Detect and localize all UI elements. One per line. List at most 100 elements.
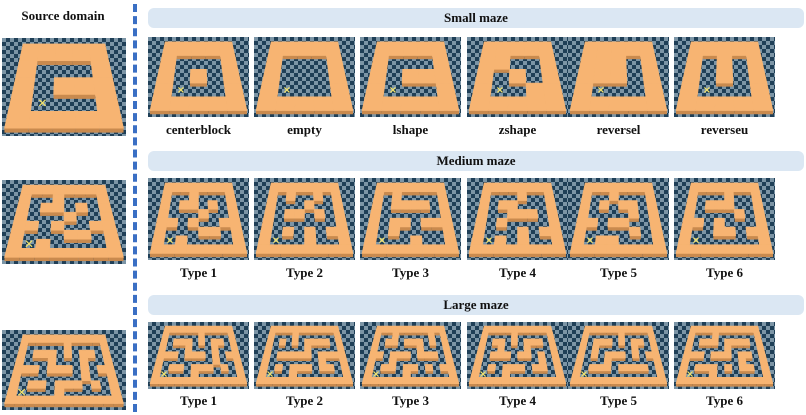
- medium-3-maze-render: [360, 178, 461, 260]
- medium-1-panel: [148, 178, 249, 260]
- small-3-walls: [361, 41, 460, 115]
- small-1-maze-render: [148, 37, 249, 117]
- small-3-panel: [360, 37, 461, 117]
- x-marker-icon: [25, 240, 33, 248]
- large-5-maze-render: [568, 322, 669, 389]
- large-1-label: Type 1: [180, 393, 217, 408]
- small-5-panel: [568, 37, 669, 117]
- large-1-maze-render: [148, 322, 249, 389]
- source-1-maze-render: [2, 38, 126, 136]
- x-marker-icon: [373, 371, 379, 377]
- source-domain-heading: Source domain: [21, 8, 105, 23]
- medium-6-panel: [674, 178, 775, 260]
- x-marker-icon: [267, 371, 273, 377]
- x-marker-icon: [581, 371, 587, 377]
- source-1-panel: [2, 38, 126, 136]
- small-4-maze-render: [467, 37, 568, 117]
- source-3-maze-render: [2, 330, 126, 410]
- large-2-walls: [255, 325, 354, 387]
- medium-3-label: Type 3: [392, 265, 429, 280]
- large-3-walls: [361, 325, 460, 387]
- x-marker-icon: [486, 237, 492, 244]
- small-1-label: centerblock: [166, 122, 231, 137]
- small-2-label: empty: [287, 122, 322, 137]
- x-marker-icon: [687, 371, 693, 377]
- large-4-maze-render: [467, 322, 568, 389]
- medium-4-walls: [468, 182, 567, 258]
- small-1-walls: [149, 41, 248, 115]
- x-marker-icon: [379, 237, 385, 244]
- large-5-label: Type 5: [600, 393, 637, 408]
- medium-4-panel: [467, 178, 568, 260]
- medium-2-label: Type 2: [286, 265, 323, 280]
- medium-6-walls: [675, 182, 774, 258]
- medium-2-panel: [254, 178, 355, 260]
- large-4-label: Type 4: [499, 393, 536, 408]
- medium-6-maze-render: [674, 178, 775, 260]
- source-3-panel: [2, 330, 126, 410]
- medium-4-label: Type 4: [499, 265, 536, 280]
- x-marker-icon: [693, 237, 699, 244]
- x-marker-icon: [496, 87, 503, 93]
- source-2-panel: [2, 180, 126, 264]
- large-1-panel: [148, 322, 249, 389]
- small-maze-banner: Small maze: [148, 8, 804, 28]
- small-6-walls: [675, 41, 774, 115]
- medium-3-panel: [360, 178, 461, 260]
- x-marker-icon: [389, 87, 396, 93]
- small-2-panel: [254, 37, 355, 117]
- x-marker-icon: [703, 87, 710, 93]
- small-4-walls: [468, 41, 567, 115]
- large-1-walls: [149, 325, 248, 387]
- medium-1-label: Type 1: [180, 265, 217, 280]
- medium-6-label: Type 6: [706, 265, 743, 280]
- large-3-maze-render: [360, 322, 461, 389]
- small-4-panel: [467, 37, 568, 117]
- medium-maze-banner: Medium maze: [148, 151, 804, 171]
- source-3-walls: [4, 334, 124, 408]
- large-4-walls: [468, 325, 567, 387]
- small-5-label: reversel: [596, 122, 641, 137]
- large-5-panel: [568, 322, 669, 389]
- small-6-maze-render: [674, 37, 775, 117]
- large-3-panel: [360, 322, 461, 389]
- small-3-label: lshape: [392, 122, 429, 137]
- large-2-panel: [254, 322, 355, 389]
- small-5-walls: [569, 41, 668, 115]
- source-2-maze-render: [2, 180, 126, 264]
- medium-5-panel: [568, 178, 669, 260]
- large-6-panel: [674, 322, 775, 389]
- x-marker-icon: [18, 388, 26, 396]
- x-marker-icon: [283, 87, 290, 93]
- section-divider: [133, 4, 137, 412]
- medium-1-maze-render: [148, 178, 249, 260]
- x-marker-icon: [177, 87, 184, 93]
- large-6-label: Type 6: [706, 393, 743, 408]
- small-6-label: reverseu: [700, 122, 749, 137]
- small-1-panel: [148, 37, 249, 117]
- small-2-walls: [255, 41, 354, 115]
- large-2-label: Type 2: [286, 393, 323, 408]
- small-2-maze-render: [254, 37, 355, 117]
- large-5-walls: [569, 325, 668, 387]
- small-5-maze-render: [568, 37, 669, 117]
- medium-5-maze-render: [568, 178, 669, 260]
- large-6-maze-render: [674, 322, 775, 389]
- medium-5-walls: [569, 182, 668, 258]
- x-marker-icon: [167, 237, 173, 244]
- medium-4-maze-render: [467, 178, 568, 260]
- source-2-walls: [4, 184, 124, 262]
- large-maze-banner: Large maze: [148, 295, 804, 315]
- large-4-panel: [467, 322, 568, 389]
- x-marker-icon: [587, 237, 593, 244]
- x-marker-icon: [38, 99, 46, 107]
- x-marker-icon: [480, 371, 486, 377]
- source-1-walls: [4, 43, 124, 133]
- medium-2-maze-render: [254, 178, 355, 260]
- x-marker-icon: [597, 87, 604, 93]
- small-4-label: zshape: [498, 122, 537, 137]
- medium-2-walls: [255, 182, 354, 258]
- large-6-walls: [675, 325, 774, 387]
- large-3-label: Type 3: [392, 393, 429, 408]
